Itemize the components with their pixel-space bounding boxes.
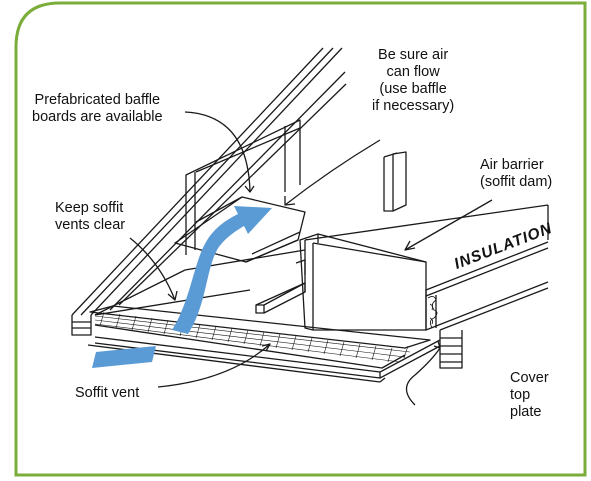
insulation-batt-end xyxy=(427,295,438,329)
label-air-flow: Be sure air can flow (use baffle if nece… xyxy=(372,47,455,114)
airflow-arrow xyxy=(172,206,272,334)
label-soffit-vent: Soffit vent xyxy=(75,385,140,401)
attic-drawing xyxy=(71,47,549,406)
label-cover-top-plate: Cover top plate xyxy=(510,370,549,420)
label-baffle-boards: Prefabricated baffle boards are availabl… xyxy=(32,92,163,125)
label-air-barrier: Air barrier (soffit dam) xyxy=(480,157,553,190)
frame-border xyxy=(14,1,587,477)
intake-arrow xyxy=(92,346,156,368)
soffit-vent-mesh xyxy=(94,311,411,363)
label-keep-soffit-clear: Keep soffit vents clear xyxy=(55,200,126,233)
